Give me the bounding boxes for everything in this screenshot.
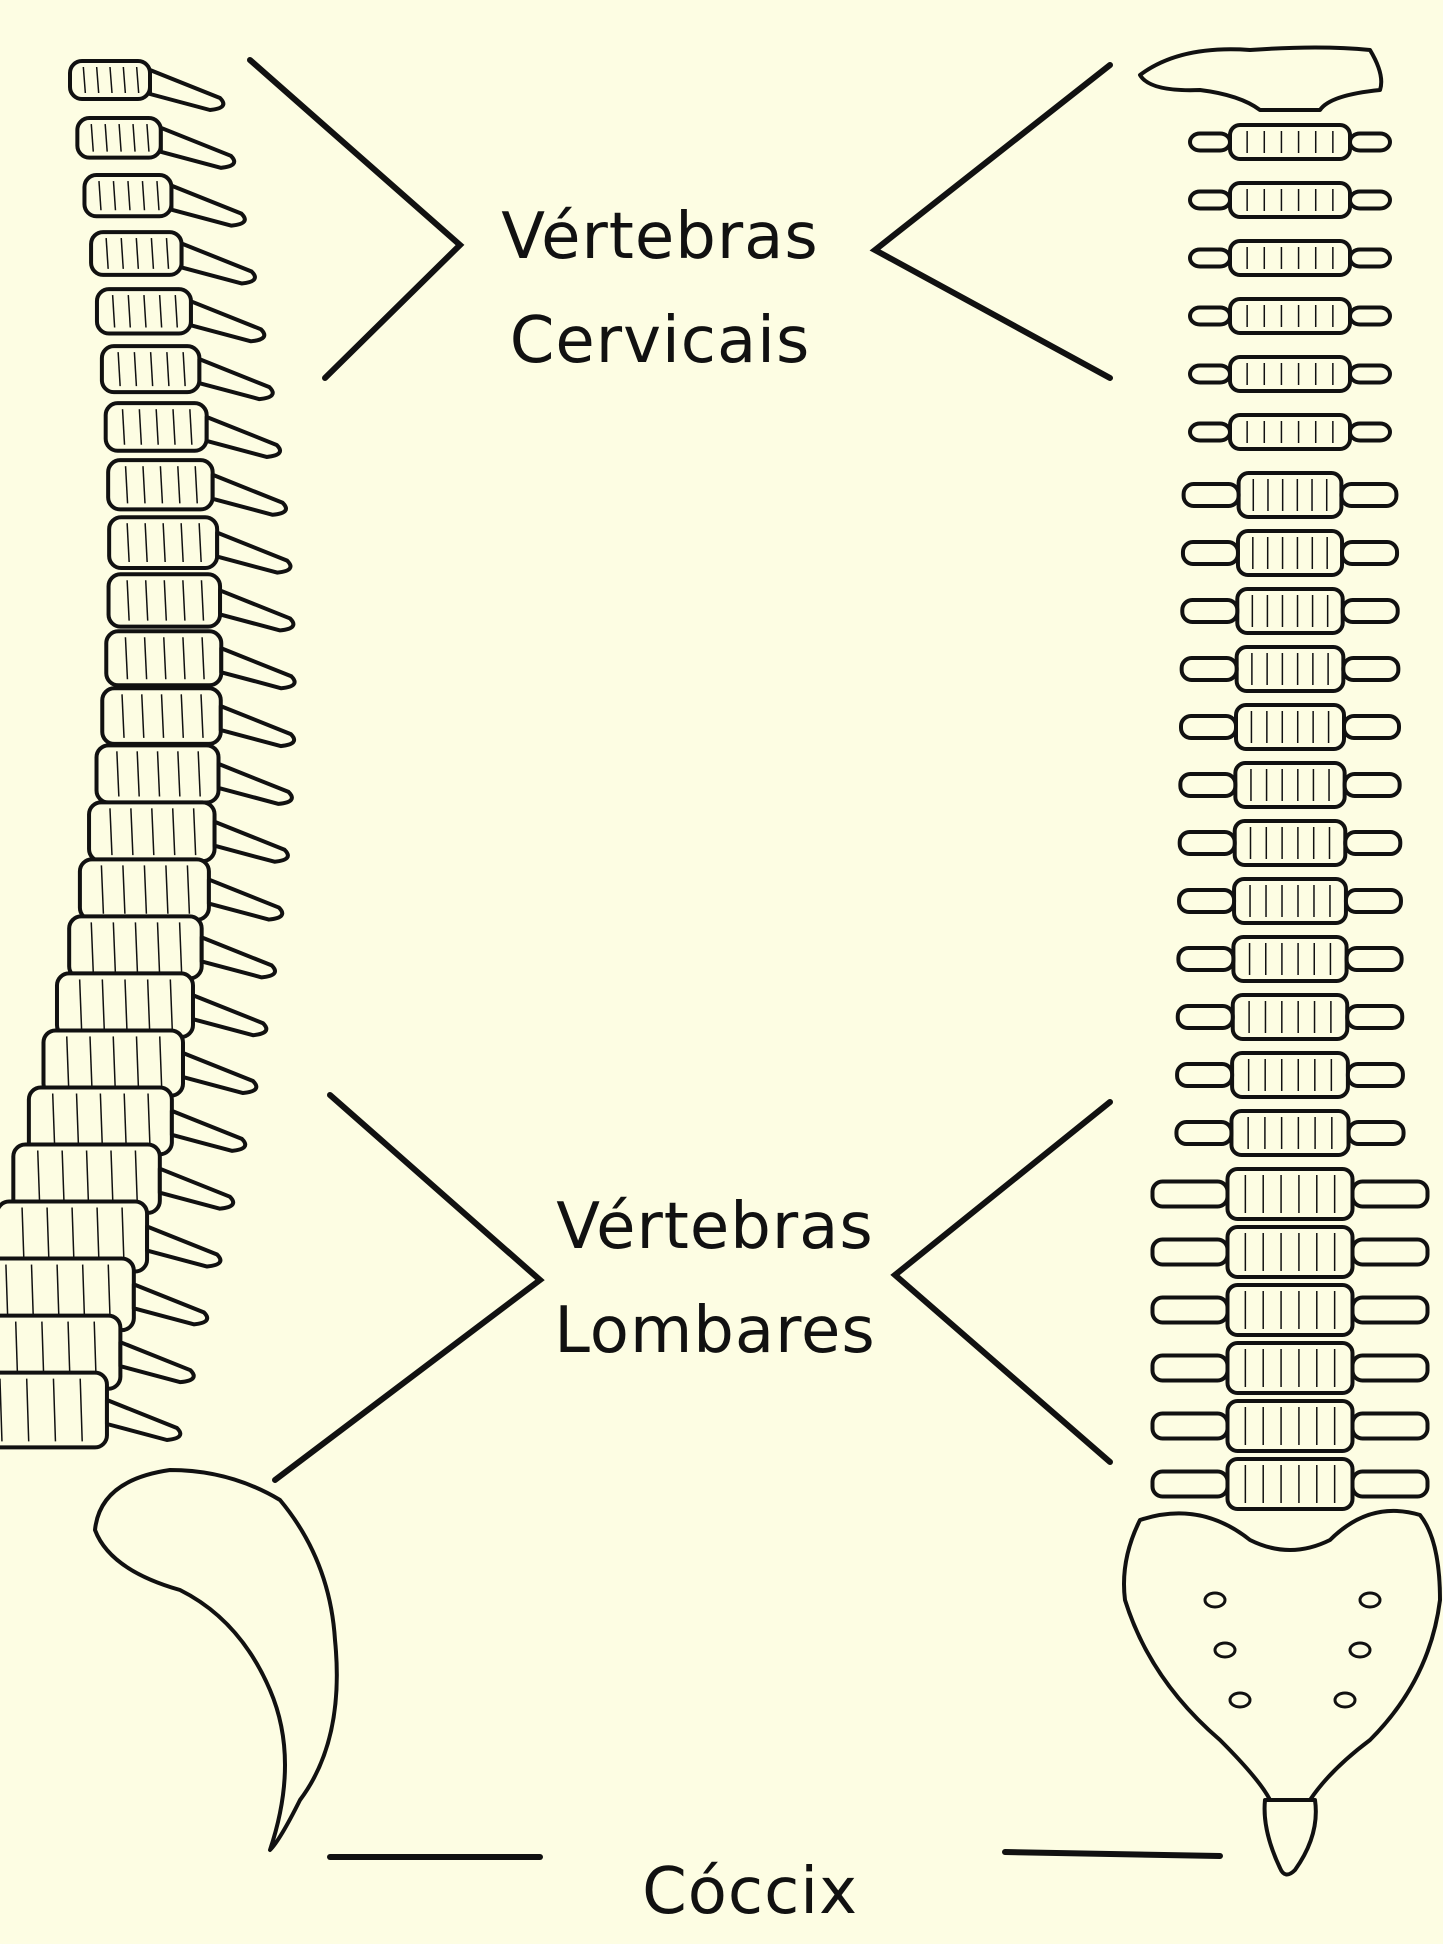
anterior-vertebra xyxy=(1178,937,1401,981)
lateral-vertebra xyxy=(70,61,223,110)
label-cervical-vertebrae: Vértebras Cervicais xyxy=(470,185,850,393)
anterior-vertebra xyxy=(1190,299,1390,333)
anterior-coccyx xyxy=(1265,1800,1316,1875)
lateral-vertebra xyxy=(106,631,294,688)
anterior-vertebra xyxy=(1182,589,1397,633)
anterior-vertebra xyxy=(1176,1111,1403,1155)
anterior-vertebra xyxy=(1179,879,1401,923)
bracket-left-cervical xyxy=(250,60,460,378)
anterior-vertebra xyxy=(1153,1401,1428,1451)
anterior-sacrum xyxy=(1124,1511,1440,1800)
lateral-vertebra xyxy=(91,232,255,283)
anterior-vertebra xyxy=(1184,473,1397,517)
lateral-vertebra xyxy=(108,460,286,515)
label-coccyx-line1: Cóccix xyxy=(600,1840,900,1944)
lateral-vertebra xyxy=(97,289,264,341)
lateral-vertebra xyxy=(102,688,294,746)
anterior-vertebra xyxy=(1190,125,1390,159)
label-lumbar-line2: Lombares xyxy=(525,1279,905,1383)
anterior-vertebra xyxy=(1190,415,1390,449)
atlas-vertebra xyxy=(1140,48,1381,111)
lateral-vertebra xyxy=(0,1373,180,1448)
anterior-vertebra xyxy=(1153,1169,1428,1219)
label-cervical-line1: Vértebras xyxy=(470,185,850,289)
label-lumbar-line1: Vértebras xyxy=(525,1175,905,1279)
anterior-spine-illustration xyxy=(1124,48,1440,1875)
anterior-vertebra xyxy=(1190,241,1390,275)
anterior-vertebra xyxy=(1190,357,1390,391)
label-lumbar-vertebrae: Vértebras Lombares xyxy=(525,1175,905,1383)
anterior-vertebra xyxy=(1181,705,1399,749)
anterior-vertebra xyxy=(1153,1343,1428,1393)
lateral-vertebra xyxy=(77,118,234,168)
anterior-vertebra xyxy=(1153,1285,1428,1335)
lateral-vertebra xyxy=(80,859,282,919)
anterior-vertebra xyxy=(1183,531,1397,575)
anterior-vertebra xyxy=(1178,995,1403,1039)
lateral-vertebra xyxy=(109,574,294,630)
lateral-vertebra xyxy=(57,973,266,1037)
lateral-sacrum-coccyx xyxy=(95,1470,337,1850)
sacral-foramen xyxy=(1335,1693,1355,1707)
label-coccyx: Cóccix xyxy=(600,1840,900,1944)
sacral-foramen xyxy=(1350,1643,1370,1657)
line-right-coccyx xyxy=(1005,1852,1220,1856)
sacral-foramen xyxy=(1230,1693,1250,1707)
lateral-spine-illustration xyxy=(0,61,337,1850)
lateral-vertebra xyxy=(84,175,244,226)
lateral-vertebra xyxy=(106,403,280,457)
anterior-vertebra xyxy=(1180,763,1399,807)
sacral-foramen xyxy=(1205,1593,1225,1607)
anterior-vertebra xyxy=(1190,183,1390,217)
label-cervical-line2: Cervicais xyxy=(470,289,850,393)
sacral-foramen xyxy=(1215,1643,1235,1657)
bracket-right-cervical xyxy=(875,65,1110,378)
anterior-vertebra xyxy=(1153,1227,1428,1277)
anterior-vertebra xyxy=(1182,647,1399,691)
bracket-left-lumbar xyxy=(275,1095,540,1480)
lateral-vertebra xyxy=(89,802,288,861)
anterior-vertebra xyxy=(1177,1053,1403,1097)
lateral-vertebra xyxy=(69,916,275,978)
lateral-vertebra xyxy=(109,517,290,572)
anterior-vertebra xyxy=(1180,821,1401,865)
bracket-right-lumbar xyxy=(895,1102,1110,1462)
lateral-vertebra xyxy=(102,346,273,399)
anterior-vertebra xyxy=(1153,1459,1428,1509)
sacral-foramen xyxy=(1360,1593,1380,1607)
lateral-vertebra xyxy=(97,745,292,804)
